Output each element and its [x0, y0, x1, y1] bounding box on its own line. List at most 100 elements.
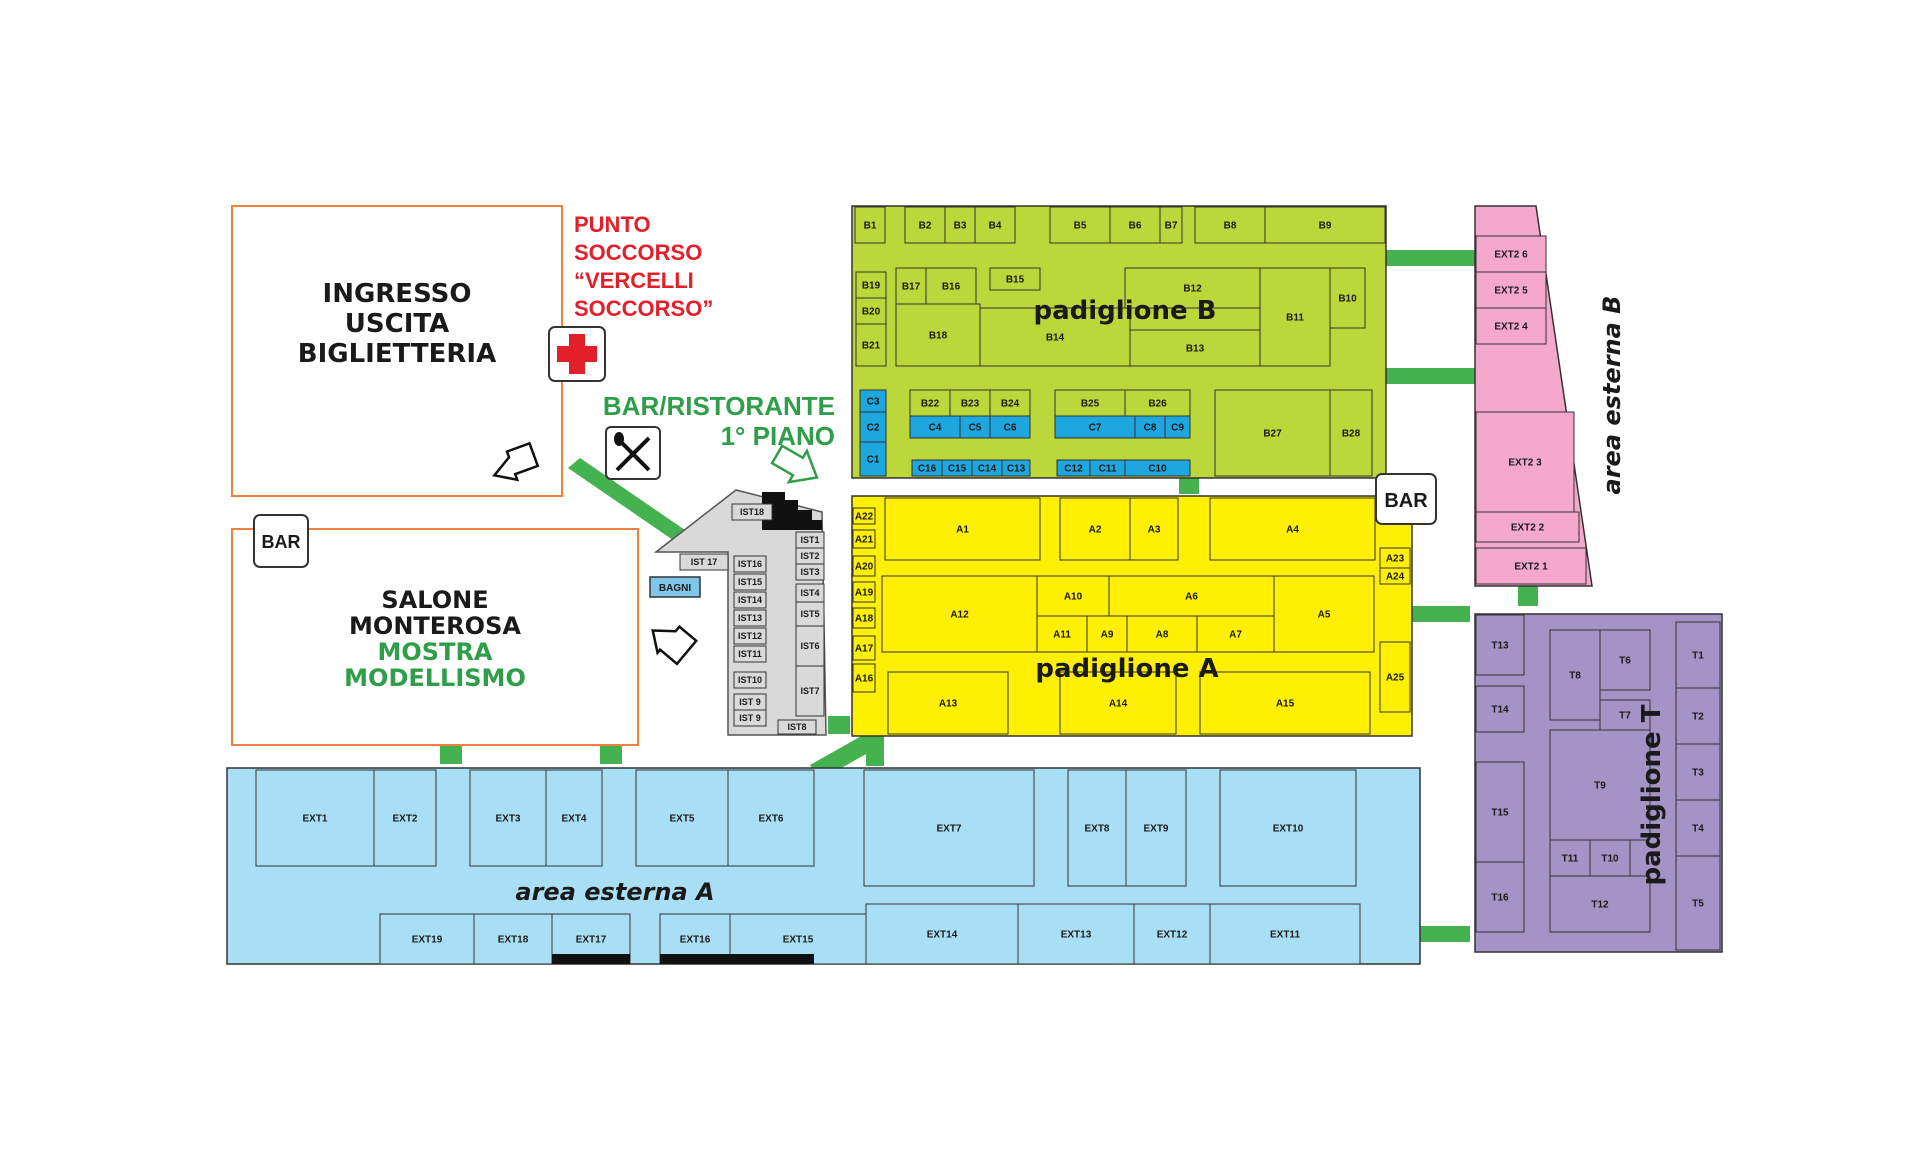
stand-ist3[interactable]: IST3 — [795, 563, 825, 581]
stand-a4[interactable]: A4 — [1209, 497, 1376, 561]
stand-ext3[interactable]: EXT3 — [469, 769, 547, 867]
stand-c5[interactable]: C5 — [959, 415, 991, 439]
stand-ext9[interactable]: EXT9 — [1125, 769, 1187, 887]
stand-t8[interactable]: T8 — [1549, 629, 1601, 721]
stand-b5[interactable]: B5 — [1049, 206, 1111, 244]
stand-ext1[interactable]: EXT1 — [255, 769, 375, 867]
stand-t13[interactable]: T13 — [1475, 614, 1525, 676]
stand-b20[interactable]: B20 — [855, 297, 887, 325]
stand-ext21[interactable]: EXT2 1 — [1475, 547, 1587, 585]
stand-a24[interactable]: A24 — [1379, 567, 1411, 585]
stand-b12[interactable]: B12 — [1124, 267, 1261, 309]
stand-t3[interactable]: T3 — [1675, 743, 1721, 801]
stand-a20[interactable]: A20 — [852, 555, 876, 577]
stand-b16[interactable]: B16 — [925, 267, 977, 305]
stand-c13[interactable]: C13 — [1001, 459, 1031, 477]
stand-a18[interactable]: A18 — [852, 607, 876, 629]
stand-b26[interactable]: B26 — [1124, 389, 1191, 417]
stand-t7[interactable]: T7 — [1599, 699, 1651, 731]
stand-c6[interactable]: C6 — [989, 415, 1031, 439]
stand-b2[interactable]: B2 — [904, 206, 946, 244]
stand-ist16[interactable]: IST16 — [733, 555, 767, 573]
stand-t11[interactable]: T11 — [1549, 839, 1591, 877]
stand-ist11[interactable]: IST11 — [733, 645, 767, 663]
stand-t5[interactable]: T5 — [1675, 855, 1721, 951]
stand-b22[interactable]: B22 — [909, 389, 951, 417]
stand-b23[interactable]: B23 — [949, 389, 991, 417]
stand-t10[interactable]: T10 — [1589, 839, 1631, 877]
stand-a5[interactable]: A5 — [1273, 575, 1375, 653]
stand-b17[interactable]: B17 — [895, 267, 927, 305]
stand-c1[interactable]: C1 — [859, 441, 887, 477]
stand-a7[interactable]: A7 — [1196, 615, 1275, 653]
stand-a19[interactable]: A19 — [852, 581, 876, 603]
stand-a15[interactable]: A15 — [1199, 671, 1371, 735]
stand-c2[interactable]: C2 — [859, 411, 887, 443]
stand-ext18[interactable]: EXT18 — [473, 913, 553, 965]
stand-ext13[interactable]: EXT13 — [1017, 903, 1135, 965]
stand-ist6[interactable]: IST6 — [795, 625, 825, 667]
stand-ext19[interactable]: EXT19 — [379, 913, 475, 965]
stand-ext22[interactable]: EXT2 2 — [1475, 511, 1580, 543]
stand-c12[interactable]: C12 — [1056, 459, 1091, 477]
stand-ext6[interactable]: EXT6 — [727, 769, 815, 867]
stand-a6[interactable]: A6 — [1108, 575, 1275, 617]
stand-b9[interactable]: B9 — [1264, 206, 1386, 244]
stand-b1[interactable]: B1 — [854, 206, 886, 244]
stand-b4[interactable]: B4 — [974, 206, 1016, 244]
stand-t14[interactable]: T14 — [1475, 685, 1525, 733]
stand-ist8[interactable]: IST8 — [777, 719, 817, 735]
stand-ist10[interactable]: IST10 — [733, 671, 767, 689]
stand-a11[interactable]: A11 — [1036, 615, 1088, 653]
stand-a22[interactable]: A22 — [852, 507, 876, 525]
stand-ext25[interactable]: EXT2 5 — [1475, 271, 1547, 309]
stand-a14[interactable]: A14 — [1059, 671, 1177, 735]
stand-b28[interactable]: B28 — [1329, 389, 1373, 477]
stand-ist9[interactable]: IST 9 — [733, 709, 767, 727]
stand-c9[interactable]: C9 — [1164, 415, 1191, 439]
stand-ext2[interactable]: EXT2 — [373, 769, 437, 867]
stand-t6[interactable]: T6 — [1599, 629, 1651, 691]
stand-ext7[interactable]: EXT7 — [863, 769, 1035, 887]
stand-ext11[interactable]: EXT11 — [1209, 903, 1361, 965]
stand-a12[interactable]: A12 — [881, 575, 1038, 653]
stand-ext26[interactable]: EXT2 6 — [1475, 235, 1547, 273]
stand-t2[interactable]: T2 — [1675, 687, 1721, 745]
stand-ist5[interactable]: IST5 — [795, 601, 825, 627]
stand-a1[interactable]: A1 — [884, 497, 1041, 561]
stand-c4[interactable]: C4 — [909, 415, 961, 439]
stand-a21[interactable]: A21 — [852, 529, 876, 549]
stand-ext4[interactable]: EXT4 — [545, 769, 603, 867]
stand-ist15[interactable]: IST15 — [733, 573, 767, 591]
stand-c16[interactable]: C16 — [911, 459, 943, 477]
stand-ext12[interactable]: EXT12 — [1133, 903, 1211, 965]
stand-a3[interactable]: A3 — [1129, 497, 1179, 561]
stand-b7[interactable]: B7 — [1159, 206, 1183, 244]
stand-c7[interactable]: C7 — [1054, 415, 1136, 439]
stand-a2[interactable]: A2 — [1059, 497, 1131, 561]
stand-b15[interactable]: B15 — [989, 267, 1041, 291]
stand-ist18[interactable]: IST18 — [731, 503, 773, 521]
stand-a16[interactable]: A16 — [852, 663, 876, 693]
stand-t4[interactable]: T4 — [1675, 799, 1721, 857]
stand-b11[interactable]: B11 — [1259, 267, 1331, 367]
stand-c10[interactable]: C10 — [1124, 459, 1191, 477]
stand-t15[interactable]: T15 — [1475, 761, 1525, 863]
stand-ist14[interactable]: IST14 — [733, 591, 767, 609]
stand-ist9[interactable]: IST 9 — [733, 693, 767, 711]
stand-b3[interactable]: B3 — [944, 206, 976, 244]
stand-ext24[interactable]: EXT2 4 — [1475, 307, 1547, 345]
stand-a8[interactable]: A8 — [1126, 615, 1198, 653]
stand-ext23[interactable]: EXT2 3 — [1475, 411, 1575, 513]
stand-b8[interactable]: B8 — [1194, 206, 1266, 244]
stand-ist1[interactable]: IST1 — [795, 531, 825, 549]
stand-t12[interactable]: T12 — [1549, 875, 1651, 933]
stand-a9[interactable]: A9 — [1086, 615, 1128, 653]
stand-ist4[interactable]: IST4 — [795, 583, 825, 603]
stand-b13[interactable]: B13 — [1129, 329, 1261, 367]
stand-a17[interactable]: A17 — [852, 635, 876, 661]
stand-a13[interactable]: A13 — [887, 671, 1009, 735]
stand-ist13[interactable]: IST13 — [733, 609, 767, 627]
stand-ist12[interactable]: IST12 — [733, 627, 767, 645]
stand-ist7[interactable]: IST7 — [795, 665, 825, 717]
